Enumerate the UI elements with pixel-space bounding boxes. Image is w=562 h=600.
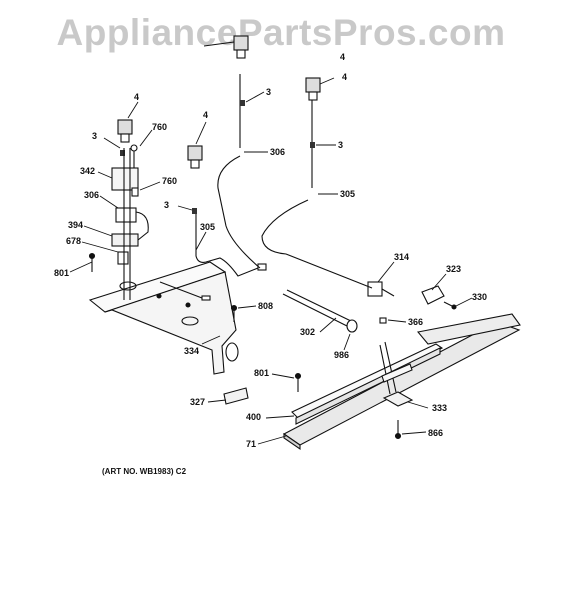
callout-label: 71 [246, 439, 256, 449]
callout-label: 327 [190, 397, 205, 407]
burner-head-4-right [305, 77, 321, 101]
screw-801-middle [294, 372, 302, 392]
callout-label: 4 [342, 72, 347, 82]
callout-label: 400 [246, 412, 261, 422]
watermark: AppliancePartsPros.com [56, 12, 506, 53]
callout-label: 760 [152, 122, 167, 132]
callout-label: 323 [446, 264, 461, 274]
callout-label: 306 [270, 147, 285, 157]
support-bracket-333 [379, 341, 414, 407]
callout-label: 801 [254, 368, 269, 378]
callout-label: 3 [92, 131, 97, 141]
burner-bracket-334 [88, 261, 239, 375]
callout-label: 678 [66, 236, 81, 246]
burner-head-4-middle [187, 145, 203, 169]
gas-tube-left-305 [159, 208, 267, 301]
fitting-366 [379, 317, 387, 324]
callout-label: 305 [200, 222, 215, 232]
callout-label: 342 [80, 166, 95, 176]
callout-label: 330 [472, 292, 487, 302]
nut-3 [120, 100, 315, 214]
callout-label: 305 [340, 189, 355, 199]
screw-330 [443, 301, 457, 310]
callout-label: 3 [164, 200, 169, 210]
screw-866 [394, 420, 402, 440]
callout-label: 3 [266, 87, 271, 97]
burner-tube-302 [282, 289, 358, 333]
orifice-holder-323 [421, 285, 445, 305]
valve-fitting-314 [367, 281, 395, 297]
gas-tube-right-305 [261, 96, 373, 289]
valve-assembly-left [111, 144, 149, 300]
callout-label: 334 [184, 346, 199, 356]
leader-lines [69, 77, 473, 445]
callout-label: 986 [334, 350, 349, 360]
callout-label: 333 [432, 403, 447, 413]
callout-label: 801 [54, 268, 69, 278]
callout-label: 394 [68, 220, 83, 230]
callout-label: 4 [340, 52, 345, 62]
callout-label: 3 [338, 140, 343, 150]
burner-support-plate-71 [282, 321, 521, 451]
screw-808 [230, 304, 238, 322]
callout-label: 760 [162, 176, 177, 186]
burner-head-4-top [203, 35, 249, 59]
burner-rail-400 [291, 343, 444, 425]
callout-label: 866 [428, 428, 443, 438]
callout-label: 366 [408, 317, 423, 327]
clip-327 [223, 387, 249, 405]
callout-label: 4 [203, 110, 208, 120]
callout-label: 808 [258, 301, 273, 311]
callout-labels: 4 3 760 342 760 306 394 678 801 4 3 305 … [54, 52, 487, 449]
callout-label: 314 [394, 252, 409, 262]
art-number: (ART NO. WB1983) C2 [102, 467, 187, 476]
rear-plate [416, 313, 521, 345]
callout-label: 302 [300, 327, 315, 337]
burner-head-4-left [117, 119, 133, 143]
gas-tube-middle-306 [217, 74, 261, 269]
screw-801-left [88, 252, 96, 272]
callout-label: 4 [134, 92, 139, 102]
callout-label: 306 [84, 190, 99, 200]
